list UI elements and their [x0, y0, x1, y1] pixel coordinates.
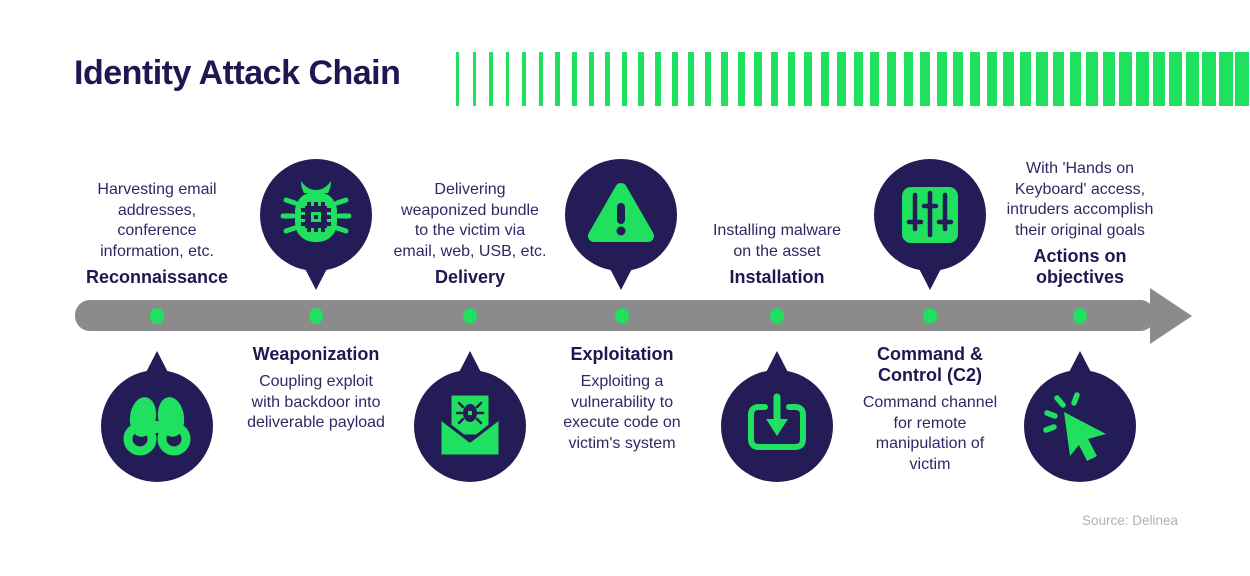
- decorative-bar: [986, 52, 998, 106]
- decorative-bar: [704, 52, 712, 106]
- stage-icon-bubble: [414, 350, 526, 482]
- decorative-bar: [1135, 52, 1149, 106]
- decorative-bar: [688, 52, 695, 106]
- decorative-bar: [1235, 52, 1250, 106]
- stage-icon-bubble: [260, 159, 372, 291]
- decorative-bar: [588, 52, 594, 106]
- stage-description: With 'Hands on Keyboard' access, intrude…: [1006, 160, 1154, 239]
- decorative-bar: [787, 52, 796, 106]
- stage-icon-bubble: [1024, 350, 1136, 482]
- decorative-bar: [572, 52, 577, 106]
- decorative-bar: [621, 52, 628, 106]
- decorative-bar: [1169, 52, 1183, 106]
- binoculars-icon: [123, 397, 191, 456]
- timeline-dot: [770, 308, 784, 324]
- decorative-bar: [505, 52, 510, 106]
- decorative-bar: [837, 52, 846, 106]
- stage-icon-bubble: [721, 350, 833, 482]
- timeline-dot: [615, 308, 629, 324]
- stage-description: Command channel for remote manipulation …: [862, 394, 998, 473]
- stage-name: Exploitation: [570, 344, 674, 364]
- decorative-bar: [1086, 52, 1099, 106]
- decorative-bar: [538, 52, 544, 106]
- timeline-dot: [923, 308, 937, 324]
- timeline-dot: [150, 308, 164, 324]
- decorative-bar: [1202, 52, 1216, 106]
- stage-name: Reconnaissance: [85, 267, 229, 287]
- timeline-dot: [463, 308, 477, 324]
- stage-description: Installing malware on the asset: [712, 222, 842, 260]
- sliders-icon: [902, 187, 958, 243]
- decorative-bar: [754, 52, 762, 106]
- decorative-bar: [870, 52, 880, 106]
- decorative-bar: [853, 52, 863, 106]
- decorative-bar: [887, 52, 897, 106]
- decorative-bar: [1218, 52, 1233, 106]
- stage-name: Delivery: [434, 267, 506, 287]
- decorative-bars: [456, 52, 1250, 106]
- stage-name: Actions on objectives: [1033, 246, 1127, 287]
- timeline-dot: [309, 308, 323, 324]
- decorative-bar: [1052, 52, 1065, 106]
- decorative-bar: [522, 52, 527, 106]
- decorative-bar: [1119, 52, 1132, 106]
- decorative-bar: [737, 52, 745, 106]
- warning-triangle-icon: [588, 183, 654, 242]
- cursor-click-icon: [1043, 392, 1106, 461]
- decorative-bar: [1019, 52, 1031, 106]
- decorative-bar: [903, 52, 913, 106]
- decorative-bar: [489, 52, 493, 106]
- timeline-arrow-head-icon: [1150, 288, 1192, 344]
- stage-icon-bubble: [101, 350, 213, 482]
- stage-description: Coupling exploit with backdoor into deli…: [247, 373, 385, 431]
- stage-name: Installation: [729, 267, 825, 287]
- stage-description: Harvesting email addresses, conference i…: [97, 181, 217, 260]
- decorative-bar: [804, 52, 813, 106]
- decorative-bar: [969, 52, 981, 106]
- decorative-bar: [953, 52, 964, 106]
- bug-icon: [280, 181, 352, 242]
- decorative-bar: [472, 52, 476, 106]
- decorative-bar: [654, 52, 661, 106]
- source-credit: Source: Delinea: [1081, 513, 1178, 528]
- stage-name: Command & Control (C2): [876, 344, 983, 385]
- decorative-bar: [1152, 52, 1166, 106]
- download-tray-icon: [748, 393, 806, 450]
- decorative-bar: [1003, 52, 1014, 106]
- decorative-bar: [1102, 52, 1115, 106]
- decorative-bar: [638, 52, 644, 106]
- decorative-bar: [936, 52, 947, 106]
- page-title: Identity Attack Chain: [74, 54, 401, 92]
- timeline-dot: [1073, 308, 1087, 324]
- stage-description: Exploiting a vulnerability to execute co…: [563, 373, 681, 452]
- decorative-bar: [771, 52, 779, 106]
- decorative-bar: [1036, 52, 1048, 106]
- stage-name: Weaponization: [252, 344, 380, 364]
- stage-description: Delivering weaponized bundle to the vict…: [393, 181, 547, 260]
- decorative-bar: [671, 52, 678, 106]
- decorative-bar: [605, 52, 611, 106]
- decorative-bar: [721, 52, 728, 106]
- decorative-bar: [555, 52, 560, 106]
- decorative-bar: [1185, 52, 1199, 106]
- stage-icon-bubble: [565, 159, 677, 291]
- decorative-bar: [820, 52, 829, 106]
- decorative-bar: [1069, 52, 1082, 106]
- decorative-bar: [456, 52, 459, 106]
- decorative-bar: [920, 52, 930, 106]
- stage-icon-bubble: [874, 159, 986, 291]
- envelope-bug-icon: [438, 392, 502, 458]
